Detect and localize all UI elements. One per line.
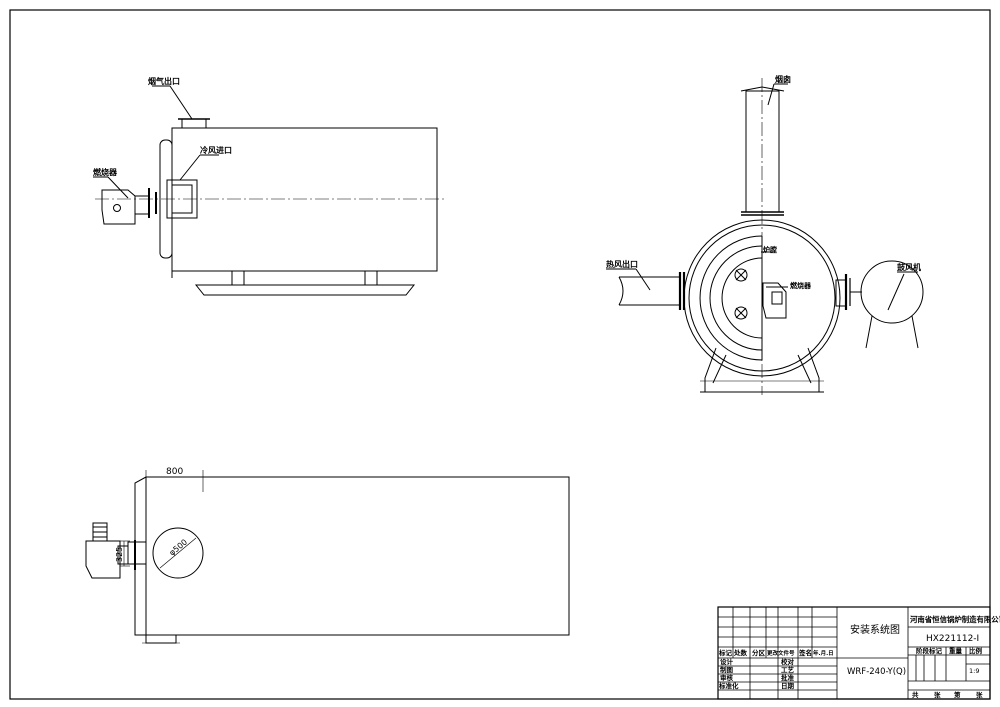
rev-header-3: 更改文件号 bbox=[767, 649, 795, 657]
rev-header-0: 标记 bbox=[718, 648, 733, 657]
dim-325: 325 bbox=[115, 547, 124, 562]
sheets-total: 共 bbox=[912, 690, 919, 699]
plan-view bbox=[85, 470, 570, 644]
rev-header-5: 年.月.日 bbox=[813, 649, 834, 657]
label-furnace: 炉膛 bbox=[763, 245, 777, 254]
sheets-unit1: 张 bbox=[934, 690, 941, 699]
label-burner-side: 燃烧器 bbox=[93, 167, 118, 177]
sheets-unit2: 张 bbox=[976, 690, 983, 699]
title-block bbox=[717, 606, 991, 700]
scale-label: 比例 bbox=[969, 646, 983, 655]
role-design: 设计 bbox=[720, 657, 734, 666]
label-flue-outlet: 烟气出口 bbox=[148, 76, 180, 86]
weight-label: 重量 bbox=[949, 646, 963, 655]
label-cold-air-inlet: 冷风进口 bbox=[200, 145, 232, 155]
check-approve: 批准 bbox=[781, 673, 795, 682]
side-elevation-view bbox=[93, 85, 447, 296]
check-process: 工艺 bbox=[781, 665, 795, 674]
rev-header-2: 分区 bbox=[752, 648, 766, 657]
dim-800: 800 bbox=[166, 467, 183, 477]
chimney-duct bbox=[745, 90, 780, 213]
rev-header-1: 处数 bbox=[733, 648, 748, 657]
sheets-no: 第 bbox=[954, 690, 961, 699]
drawing-title: 安装系统图 bbox=[850, 623, 900, 636]
model-number: WRF-240-Y(Q) bbox=[847, 667, 906, 677]
role-standard: 标准化 bbox=[718, 681, 739, 690]
stage-label: 阶段标记 bbox=[916, 646, 943, 655]
manhole-circle bbox=[152, 527, 204, 579]
end-burner bbox=[762, 282, 787, 319]
scale-value: 1:9 bbox=[969, 667, 979, 675]
label-chimney: 烟囱 bbox=[775, 74, 791, 84]
company-name: 河南省恒信锅炉制造有限公司 bbox=[910, 615, 1000, 624]
label-blower: 鼓风机 bbox=[897, 262, 921, 272]
label-hot-air-outlet: 热风出口 bbox=[606, 259, 638, 269]
sheet-border bbox=[9, 9, 991, 700]
dim-500: φ500 bbox=[168, 537, 190, 557]
role-review: 审核 bbox=[720, 673, 734, 682]
end-view bbox=[606, 78, 924, 395]
role-draw: 制图 bbox=[720, 665, 734, 674]
rev-header-4: 签名 bbox=[798, 648, 812, 657]
check-date: 日期 bbox=[781, 681, 795, 690]
check-proof: 校对 bbox=[781, 657, 795, 666]
drawing-number: HX221112-I bbox=[926, 634, 979, 644]
blower-circle bbox=[860, 260, 924, 324]
side-burner bbox=[101, 188, 157, 225]
label-burner-end: 燃烧器 bbox=[789, 281, 812, 290]
